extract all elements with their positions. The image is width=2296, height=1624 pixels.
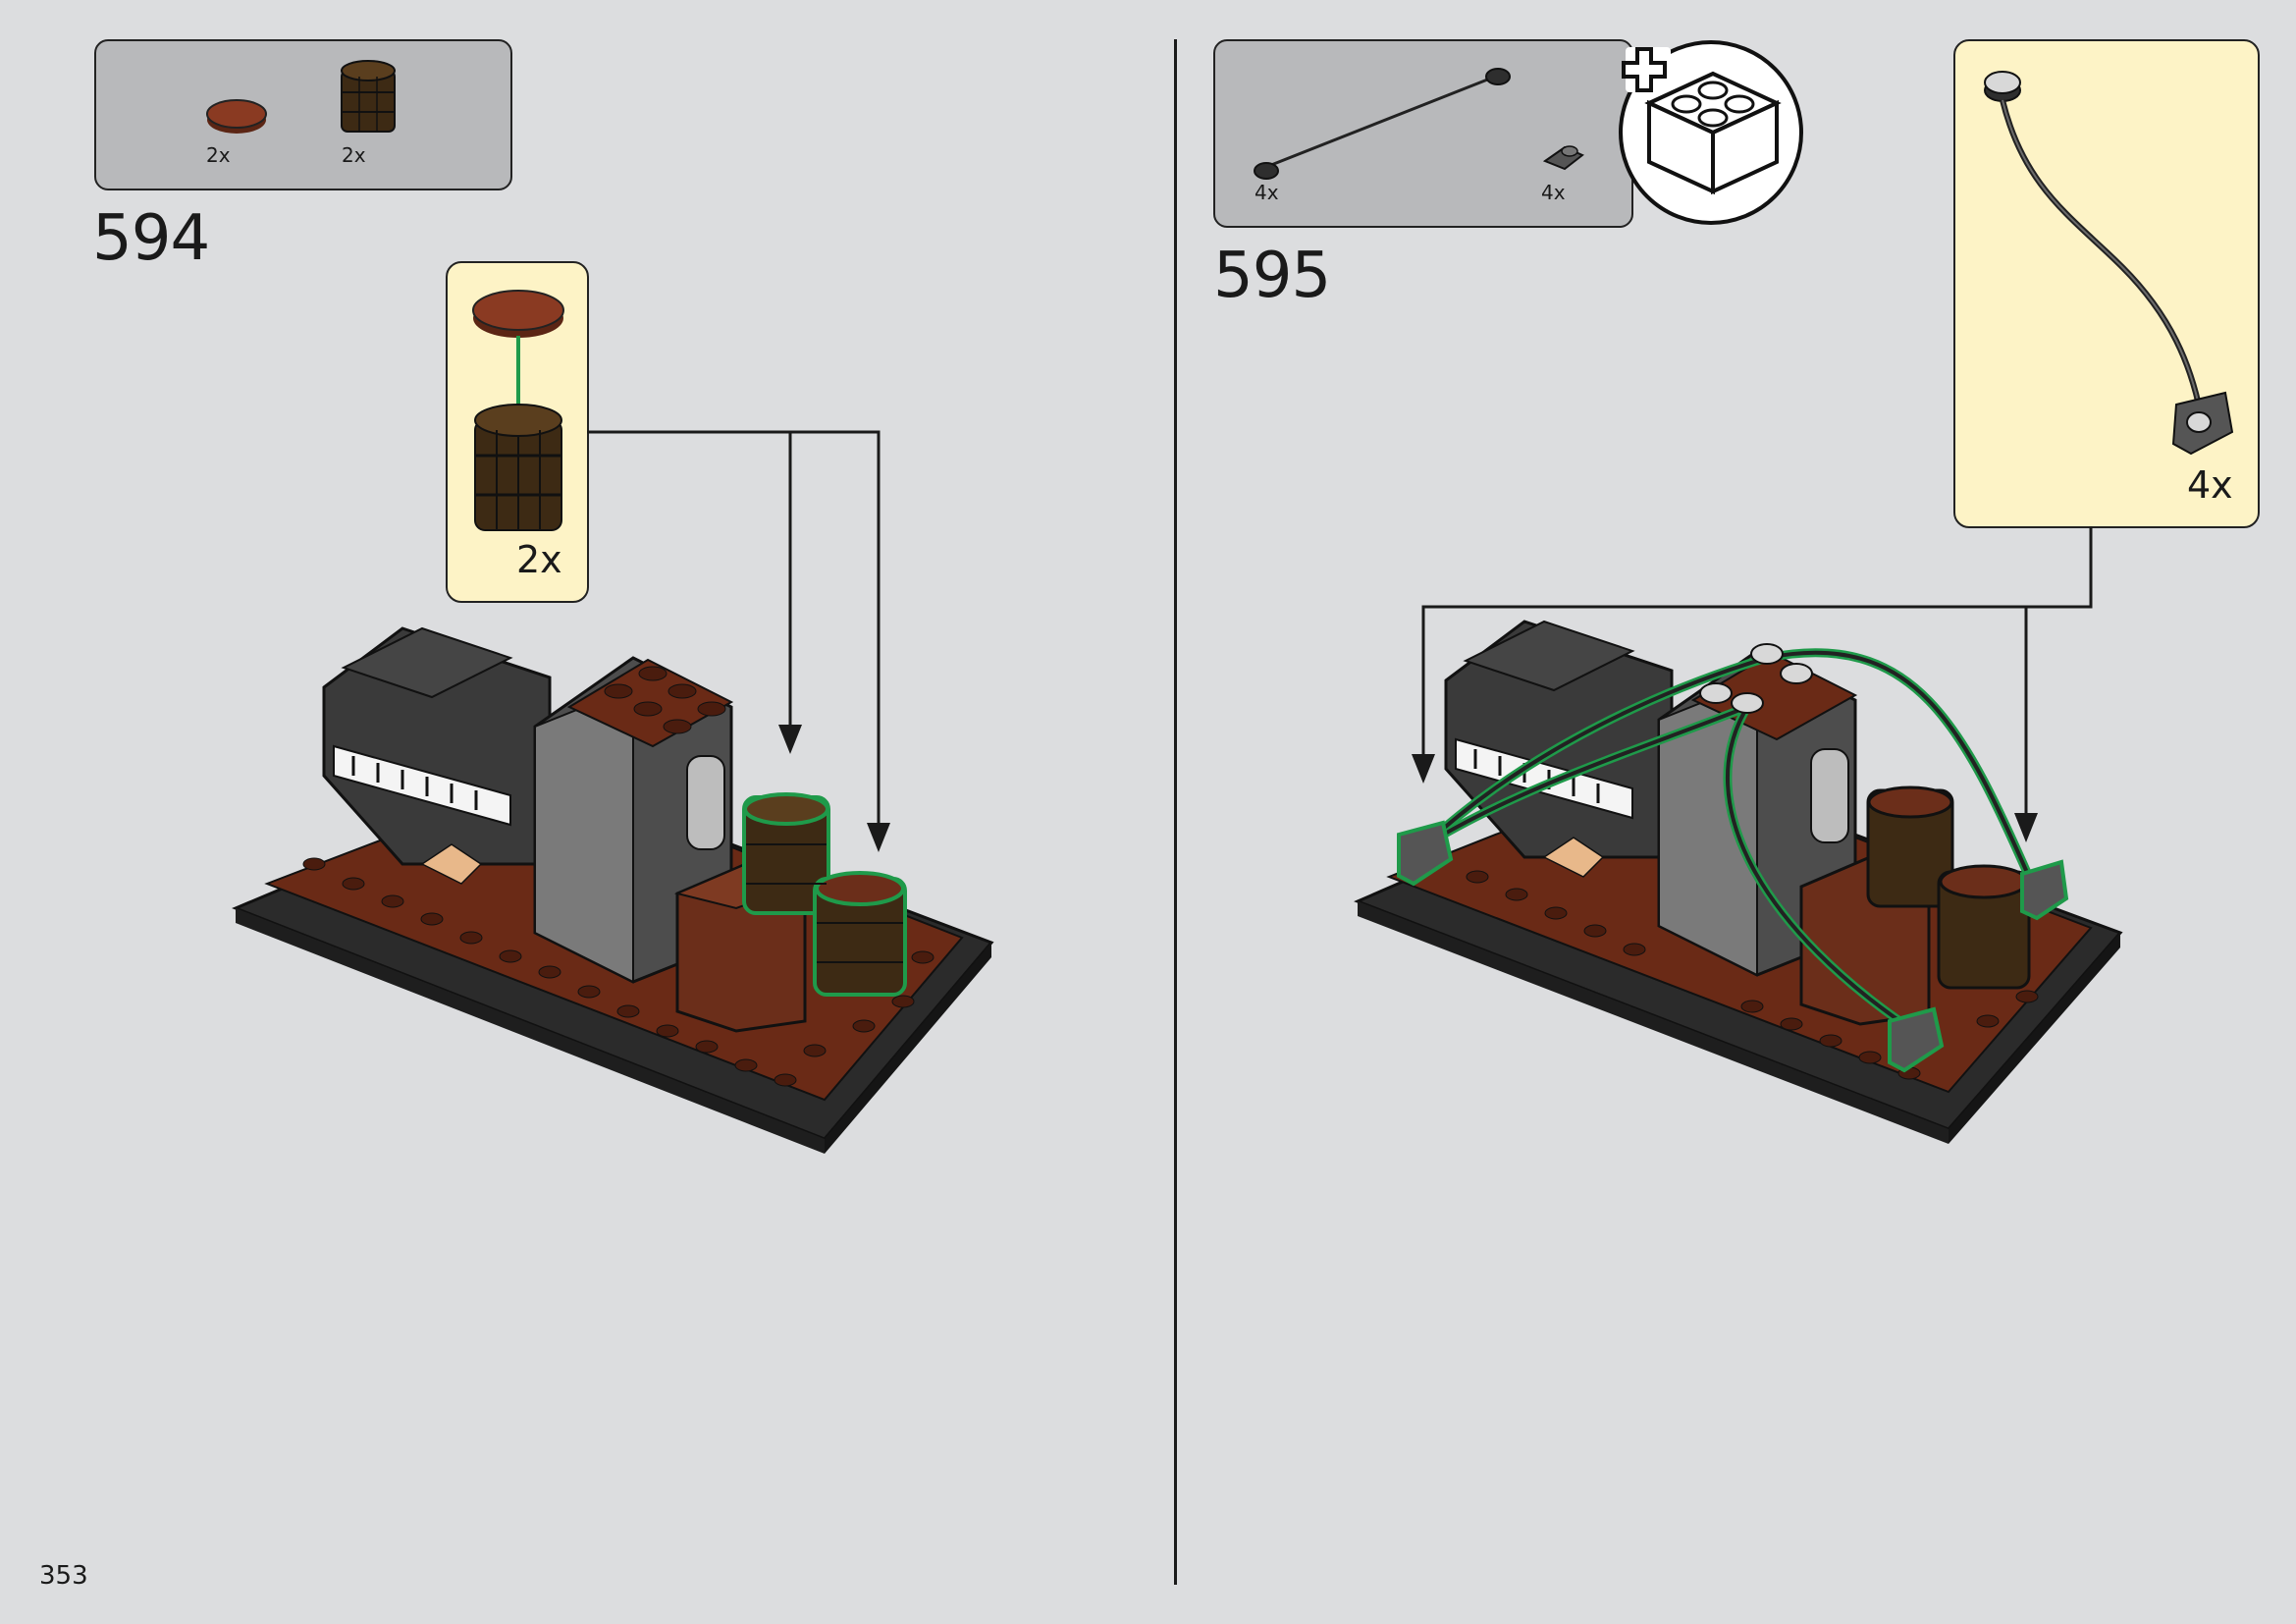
cable-clip-illustration bbox=[1984, 71, 2234, 456]
page-divider bbox=[1174, 39, 1177, 1585]
part-qty: 4x bbox=[1255, 181, 1279, 204]
page-number: 353 bbox=[39, 1561, 88, 1591]
callout-box-595: 4x bbox=[1953, 39, 2260, 528]
part-qty: 2x bbox=[342, 143, 366, 167]
parts-list-594: 2x 2x bbox=[94, 39, 512, 190]
callout-box-594: 2x bbox=[446, 261, 589, 603]
barrel-assembly-illustration bbox=[472, 290, 564, 531]
parts-list-595: 4x 4x bbox=[1213, 39, 1633, 228]
parts-illustration bbox=[206, 60, 396, 134]
parts-illustration bbox=[1254, 68, 1584, 180]
step-number: 595 bbox=[1213, 240, 1331, 312]
part-qty: 4x bbox=[1541, 181, 1566, 204]
part-qty: 2x bbox=[206, 143, 231, 167]
callout-qty: 4x bbox=[2187, 463, 2233, 507]
callout-qty: 2x bbox=[516, 538, 562, 581]
step-number: 594 bbox=[92, 202, 210, 275]
